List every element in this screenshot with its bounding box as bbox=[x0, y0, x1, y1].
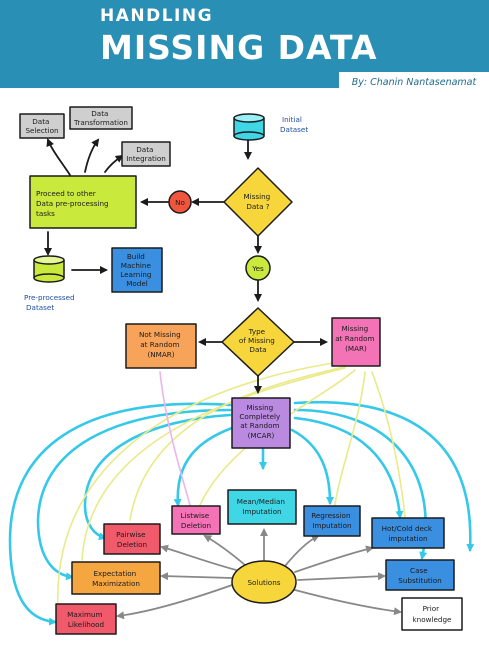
mcar-label: Missing Completely at Random (MCAR) bbox=[239, 403, 282, 440]
edge-sol-pairwise bbox=[160, 544, 237, 571]
edge-mar-expect bbox=[81, 367, 346, 561]
edge-mcar-regression bbox=[290, 428, 334, 505]
case-sub-label: Case Substitution bbox=[398, 566, 441, 585]
edge-mcar-hotcold bbox=[293, 416, 404, 519]
edge-sol-expect bbox=[160, 572, 233, 581]
yes-label: Yes bbox=[251, 264, 264, 273]
data-integration-box bbox=[121, 141, 171, 167]
solutions-ellipse bbox=[231, 560, 297, 604]
data-transformation-box bbox=[69, 106, 133, 130]
max-likelihood-box bbox=[55, 603, 117, 635]
edge-proceed-trans bbox=[84, 138, 100, 173]
regression-label: Regression Imputation bbox=[311, 511, 353, 530]
prior-label: Prior knowledge bbox=[413, 604, 453, 624]
hot-cold-label: Hot/Cold deck imputation bbox=[382, 524, 435, 543]
case-sub-box bbox=[385, 559, 455, 591]
edge-mar-regression bbox=[334, 371, 366, 506]
author-byline: By: Chanin Nantasenamat bbox=[339, 72, 489, 94]
mean-median-label: Mean/Median Imputation bbox=[237, 497, 287, 516]
missing-data-label: Missing Data ? bbox=[243, 192, 272, 211]
edge-mcar-prior bbox=[293, 400, 475, 552]
edge-sol-casesub bbox=[297, 572, 386, 581]
type-missing-diamond bbox=[221, 307, 295, 377]
proceed-label: Proceed to other Data pre-processing tas… bbox=[36, 189, 111, 218]
build-model-box bbox=[111, 247, 163, 293]
edge-mcar-maxlik bbox=[8, 402, 232, 626]
edge-sol-maxlik bbox=[116, 583, 236, 620]
edge-mcar-listwise bbox=[173, 426, 234, 507]
edge-mcar-pairwise bbox=[83, 413, 232, 541]
edge-mar-maxlik bbox=[57, 361, 341, 611]
mar-box bbox=[331, 317, 381, 367]
hot-cold-box bbox=[371, 517, 445, 549]
data-integration-label: Data Integration bbox=[126, 145, 166, 163]
build-model-label: Build Machine Learning Model bbox=[120, 252, 154, 288]
edge-sol-listwise bbox=[203, 535, 246, 566]
nmar-box bbox=[125, 323, 197, 369]
listwise-label: Listwise Deletion bbox=[181, 511, 212, 530]
data-selection-box bbox=[19, 113, 65, 139]
edge-mcar-expect bbox=[36, 408, 232, 581]
title-line-2: MISSING DATA bbox=[100, 28, 378, 67]
edge-proceed-sel bbox=[46, 138, 71, 176]
data-selection-label: Data Selection bbox=[25, 117, 58, 135]
pairwise-label: Pairwise Deletion bbox=[116, 530, 148, 549]
mcar-box bbox=[231, 397, 291, 449]
mar-label: Missing at Random (MAR) bbox=[335, 324, 377, 353]
preprocessed-cylinder bbox=[33, 255, 65, 283]
nmar-label: Not Missing at Random (NMAR) bbox=[139, 330, 183, 359]
proceed-box bbox=[29, 175, 137, 229]
edge-nmar-listwise bbox=[159, 371, 191, 506]
solutions-label: Solutions bbox=[247, 578, 280, 587]
listwise-box bbox=[171, 505, 221, 535]
no-circle bbox=[168, 190, 192, 214]
type-missing-label: Type of Missing Data bbox=[239, 327, 277, 354]
mean-median-box bbox=[227, 489, 297, 525]
regression-box bbox=[303, 505, 361, 537]
edge-sol-hotcold bbox=[294, 545, 374, 573]
edge-sol-regression bbox=[284, 535, 320, 567]
expectation-label: Expectation Maximization bbox=[92, 569, 140, 588]
missing-data-diamond bbox=[223, 167, 293, 237]
title-line-1: HANDLING bbox=[100, 6, 214, 26]
max-likelihood-label: Maximum Likelihood bbox=[67, 610, 105, 629]
edge-sol-prior bbox=[294, 589, 402, 616]
no-label: No bbox=[175, 198, 185, 207]
preprocessed-label: Pre-processed Dataset bbox=[24, 293, 77, 312]
initial-dataset-cylinder bbox=[233, 113, 265, 141]
edge-mar-hotcold bbox=[371, 371, 406, 518]
yes-circle bbox=[245, 255, 271, 281]
initial-dataset-label: Initial Dataset bbox=[280, 115, 308, 134]
edge-proceed-integ bbox=[104, 154, 124, 173]
data-transformation-label: Data Transformation bbox=[73, 109, 128, 127]
expectation-box bbox=[71, 561, 161, 595]
pairwise-box bbox=[103, 523, 161, 555]
prior-box bbox=[401, 597, 463, 631]
